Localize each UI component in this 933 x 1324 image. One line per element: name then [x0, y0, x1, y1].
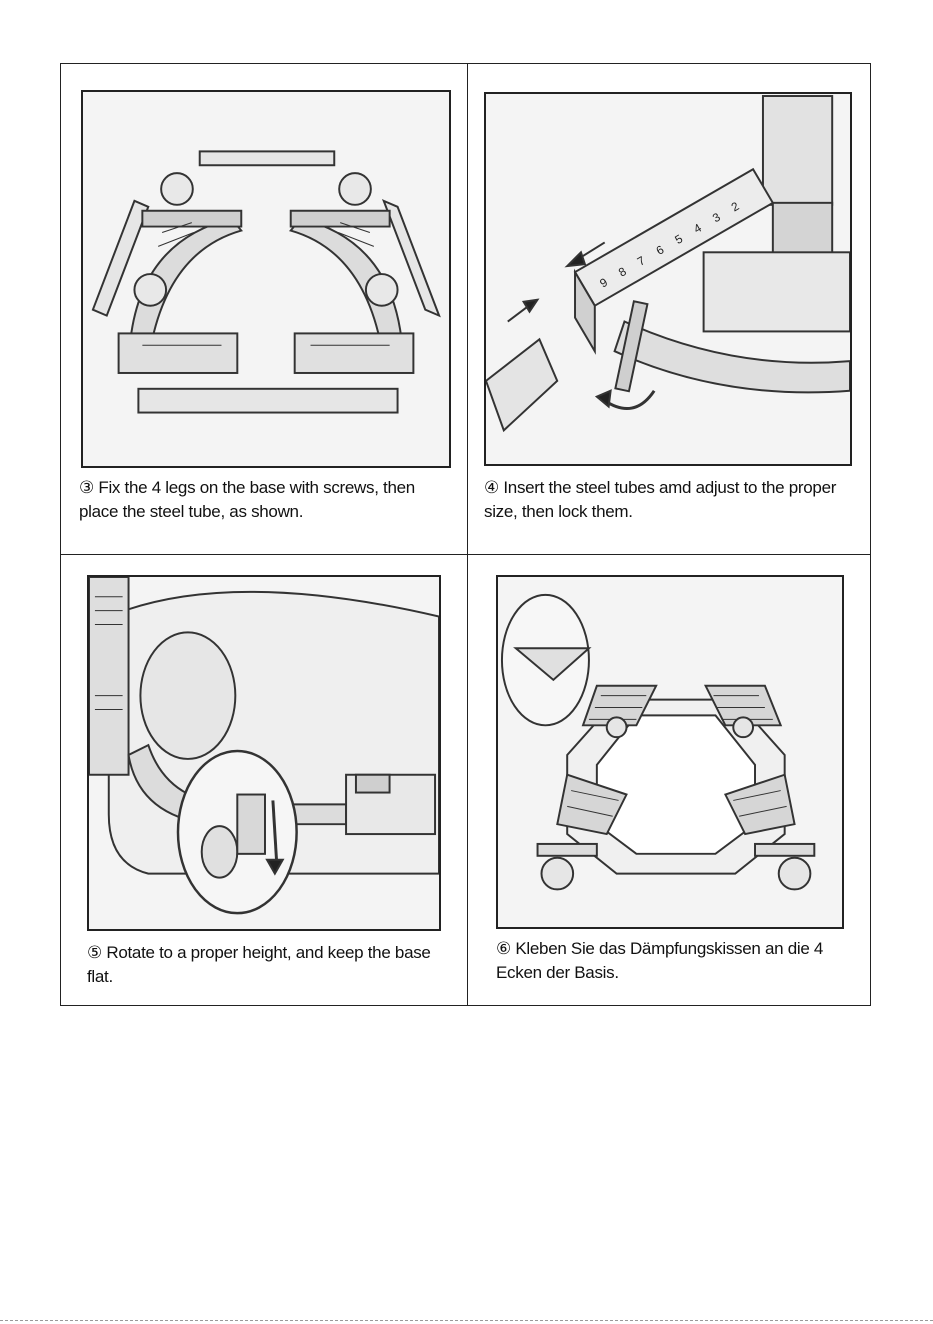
step-6-caption: ⑥ Kleben Sie das Dämpfungskissen an die …: [496, 937, 856, 985]
step-4-caption: ④ Insert the steel tubes amd adjust to t…: [484, 476, 856, 524]
instruction-sheet: ③ Fix the 4 legs on the base with screws…: [60, 63, 871, 1006]
step-3-caption: ③ Fix the 4 legs on the base with screws…: [79, 476, 451, 524]
step-3-illustration: [81, 90, 451, 468]
step-6-illustration: [496, 575, 844, 929]
step-3-panel: ③ Fix the 4 legs on the base with screws…: [61, 64, 467, 554]
page-edge-marker: [0, 1320, 933, 1321]
step-5-caption: ⑤ Rotate to a proper height, and keep th…: [87, 941, 447, 989]
step-5-panel: ⑤ Rotate to a proper height, and keep th…: [61, 555, 467, 1007]
step-6-panel: ⑥ Kleben Sie das Dämpfungskissen an die …: [468, 555, 872, 1007]
step-5-illustration: [87, 575, 441, 931]
